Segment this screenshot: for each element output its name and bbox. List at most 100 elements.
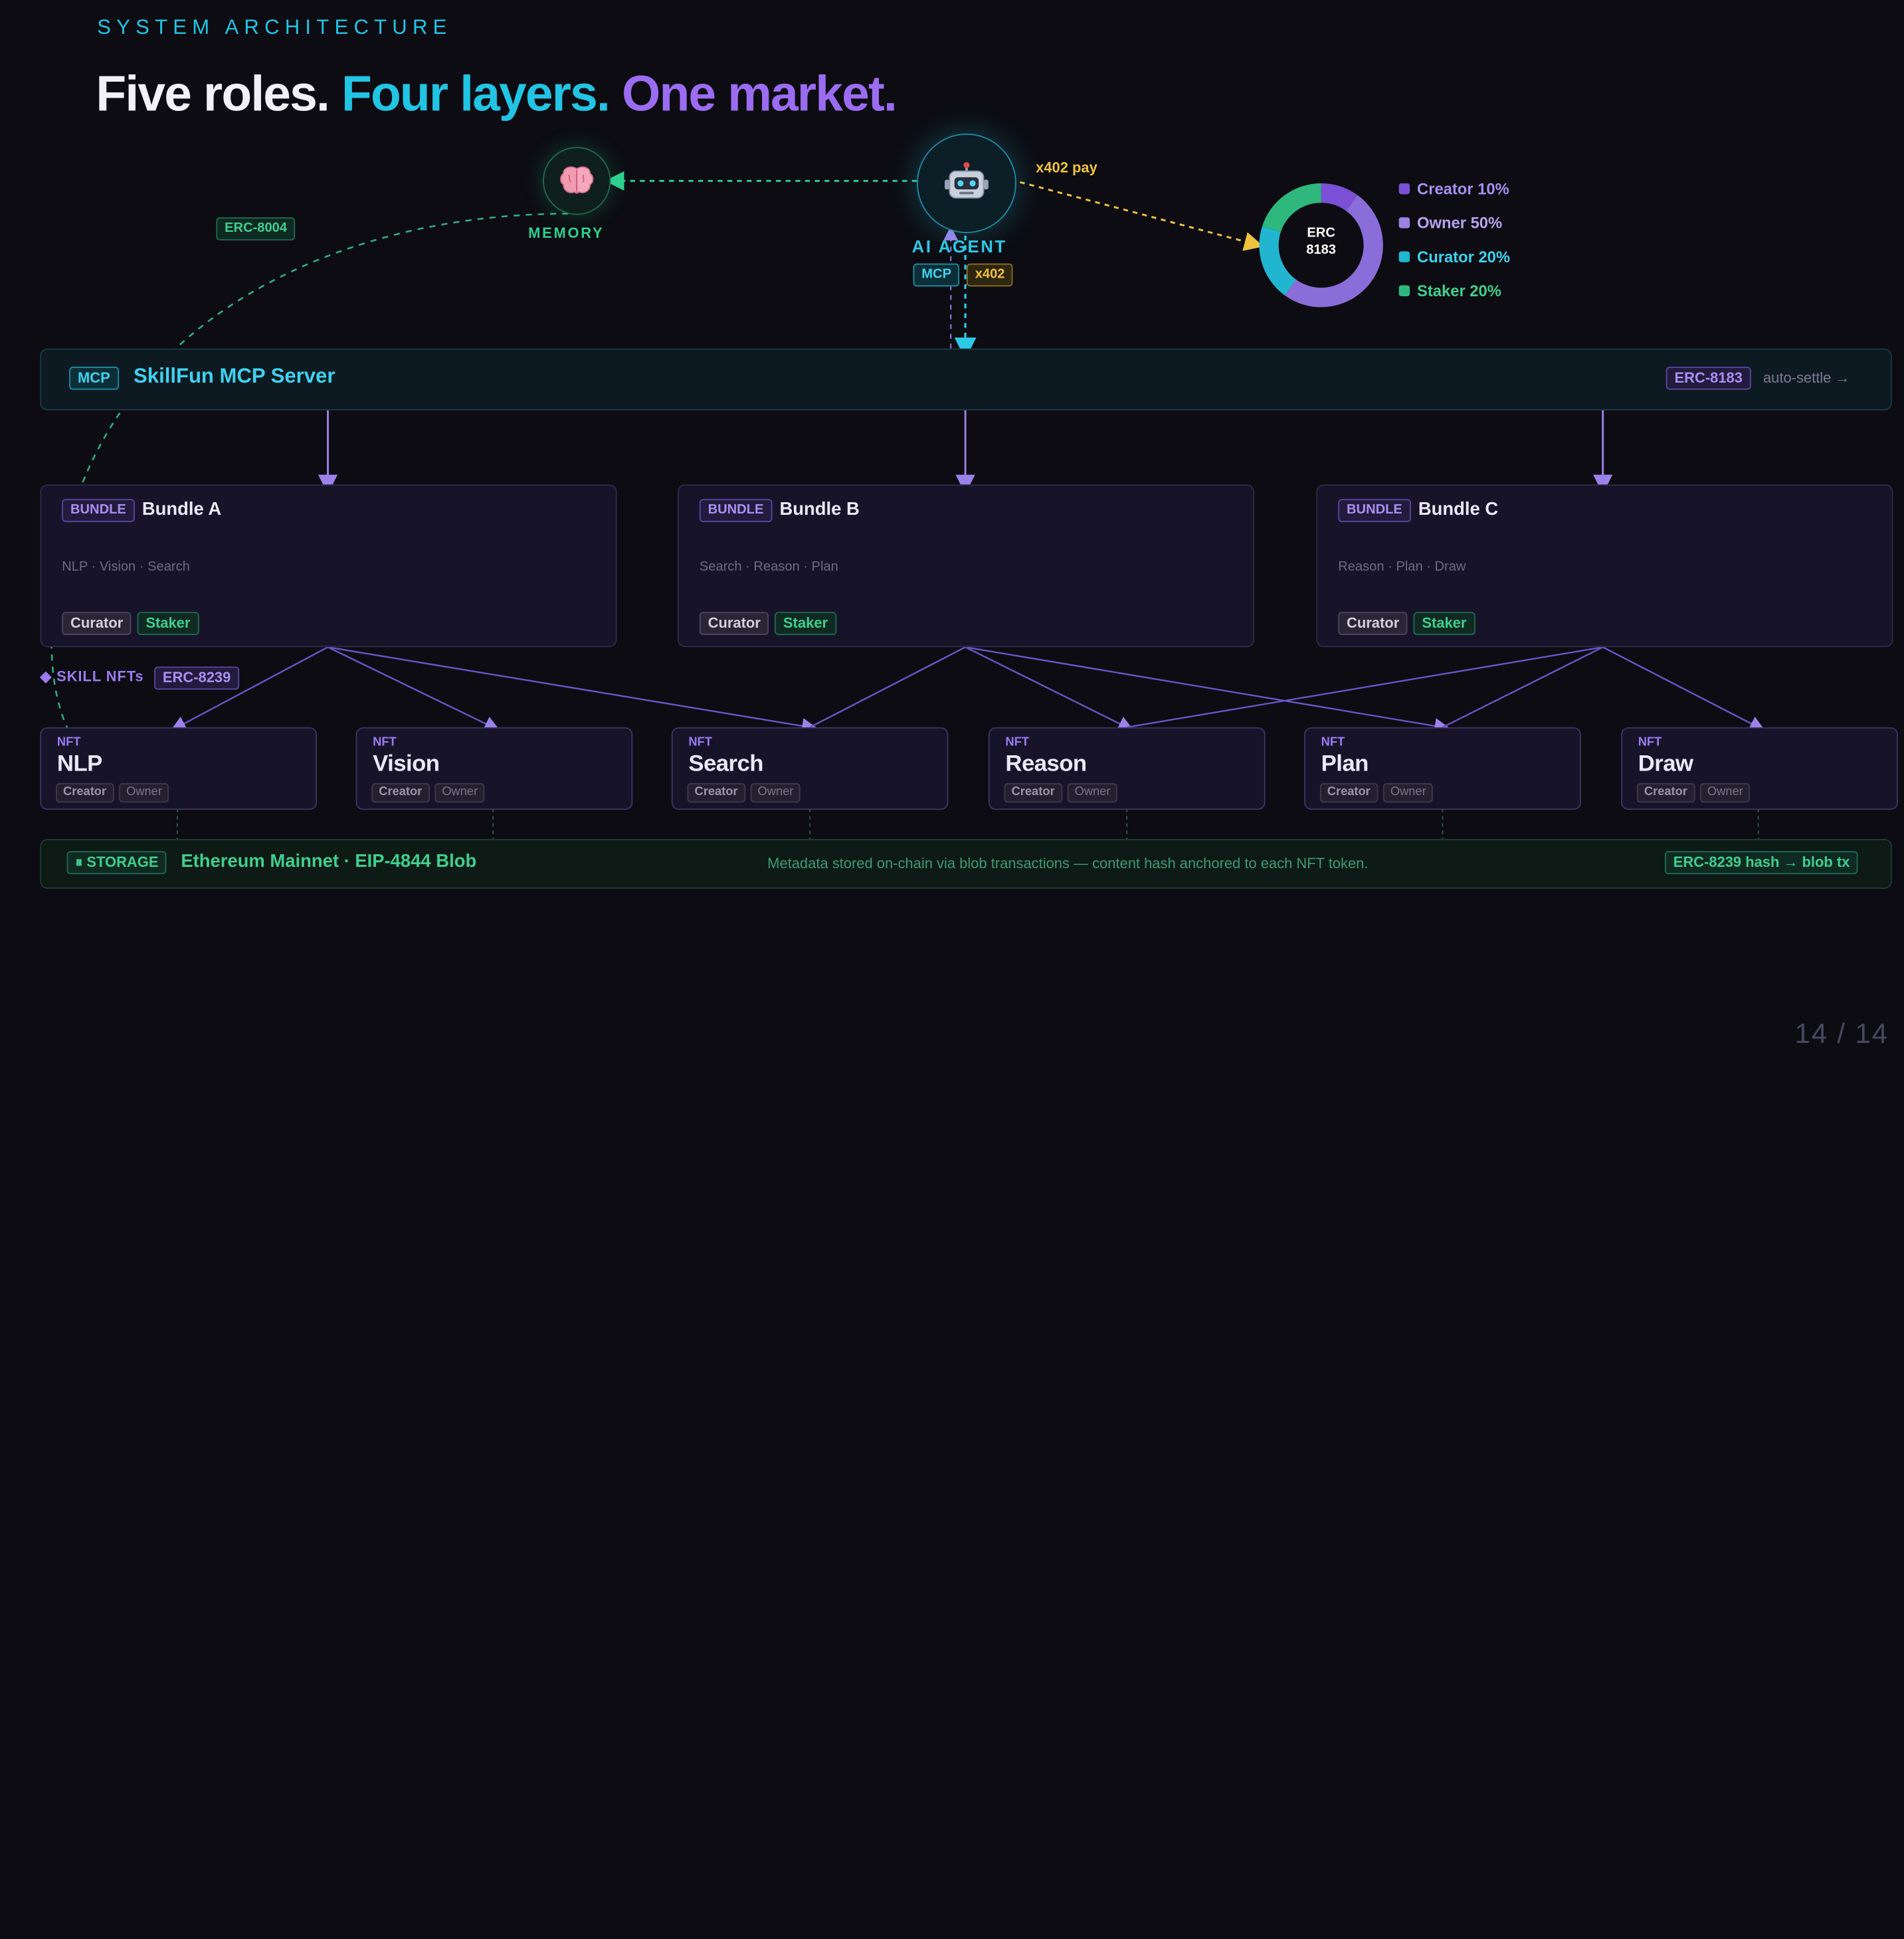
bundle-skills: Reason · Plan · Draw — [1338, 559, 1466, 575]
donut-center-label: ERC 8183 — [1306, 225, 1337, 258]
nft-card-plan[interactable]: NFT Plan Creator Owner — [1304, 727, 1581, 810]
nft-tag: NFT — [688, 735, 712, 749]
legend-staker: Staker 20% — [1398, 282, 1501, 300]
nft-card-draw[interactable]: NFT Draw Creator Owner — [1621, 727, 1898, 810]
nft-name: NLP — [56, 751, 102, 777]
creator-badge: Creator — [1004, 783, 1062, 803]
nft-card-reason[interactable]: NFT Reason Creator Owner — [988, 727, 1266, 810]
donut-hole — [1280, 204, 1363, 287]
bundle-c-draw-link — [1602, 646, 1766, 731]
bundle-tag: BUNDLE — [62, 499, 135, 522]
nft-name: Search — [688, 751, 763, 777]
owner-badge: Owner — [750, 783, 801, 803]
bundle-a-vision-link — [327, 646, 500, 731]
bundle-skills: NLP · Vision · Search — [62, 559, 190, 575]
bundle-b-plan-link — [965, 646, 1451, 734]
nft-name: Vision — [373, 751, 440, 777]
agent-payment-link — [1019, 181, 1264, 251]
storage-title: Ethereum Mainnet · EIP-4844 Blob — [181, 851, 477, 872]
page-headline: Five roles. Four layers. One market. — [96, 65, 898, 123]
memory-erc-badge: ERC-8004 — [216, 217, 296, 240]
brain-icon — [560, 166, 594, 194]
auto-settle-label: auto-settle → — [1762, 369, 1850, 387]
bundle-b-search-link — [809, 646, 966, 728]
nft-tag: NFT — [373, 735, 397, 749]
storage-badge: ⏸ STORAGE — [66, 851, 167, 875]
legend-swatch-curator — [1398, 251, 1410, 262]
memory-nft-curve — [50, 213, 569, 771]
curator-badge: Curator — [1338, 612, 1408, 635]
nft-tag: NFT — [56, 735, 81, 749]
headline-roles: Five roles. — [96, 65, 330, 122]
mcp-erc-badge: ERC-8183 — [1666, 366, 1751, 390]
bundle-tag: BUNDLE — [1338, 499, 1411, 522]
agent-mcp-badge: MCP — [913, 263, 960, 287]
legend-owner: Owner 50% — [1398, 214, 1502, 232]
bundle-card-b[interactable]: BUNDLE Bundle B Search · Reason · Plan C… — [677, 484, 1255, 648]
storage-hash-badge: ERC-8239 hash → blob tx — [1664, 851, 1859, 875]
headline-layers: Four layers. — [341, 65, 611, 122]
legend-swatch-owner — [1398, 217, 1410, 229]
legend-swatch-staker — [1398, 285, 1410, 296]
mcp-server-bar[interactable] — [40, 348, 1892, 411]
bundle-c-reason-link — [1127, 646, 1603, 729]
ai-agent-label: AI AGENT — [911, 236, 1007, 256]
ai-agent-node[interactable] — [916, 134, 1016, 233]
section-eyebrow: SYSTEM ARCHITECTURE — [97, 15, 452, 39]
storage-bar[interactable] — [40, 839, 1892, 889]
headline-market: One market. — [621, 65, 898, 122]
agent-x402-badge: x402 — [966, 263, 1014, 287]
nft-name: Plan — [1321, 751, 1369, 777]
bundle-a-search-link — [328, 646, 818, 734]
memory-node[interactable] — [543, 147, 611, 215]
creator-badge: Creator — [56, 783, 114, 803]
donut-slice-curator — [1259, 226, 1297, 296]
staker-badge: Staker — [775, 612, 836, 635]
robot-icon — [945, 162, 989, 199]
bundle-title: Bundle A — [142, 499, 222, 520]
x402-pay-label: x402 pay — [1036, 159, 1097, 177]
curator-badge: Curator — [62, 612, 132, 635]
nft-card-nlp[interactable]: NFT NLP Creator Owner — [40, 727, 318, 810]
creator-badge: Creator — [687, 783, 745, 803]
bundle-title: Bundle C — [1418, 499, 1499, 520]
royalty-donut-chart — [1259, 183, 1383, 308]
nft-name: Draw — [1638, 751, 1693, 777]
owner-badge: Owner — [1699, 783, 1751, 803]
curator-badge: Curator — [699, 612, 769, 635]
creator-badge: Creator — [371, 783, 430, 803]
owner-badge: Owner — [1067, 783, 1118, 803]
memory-label: MEMORY — [528, 225, 605, 242]
bundle-skills: Search · Reason · Plan — [699, 559, 838, 575]
mcp-server-title: SkillFun MCP Server — [134, 364, 335, 388]
bundle-c-plan-link — [1442, 646, 1604, 728]
page-counter: 14 / 14 — [1794, 1017, 1889, 1050]
nft-card-search[interactable]: NFT Search Creator Owner — [671, 727, 949, 810]
legend-curator: Curator 20% — [1398, 248, 1510, 266]
bundle-b-reason-link — [965, 646, 1134, 731]
staker-badge: Staker — [1413, 612, 1476, 635]
legend-creator: Creator 10% — [1398, 180, 1509, 198]
bundle-card-c[interactable]: BUNDLE Bundle C Reason · Plan · Draw Cur… — [1316, 484, 1893, 648]
bundle-title: Bundle B — [779, 499, 860, 520]
nft-tag: NFT — [1638, 735, 1662, 749]
owner-badge: Owner — [434, 783, 486, 803]
nft-card-vision[interactable]: NFT Vision Creator Owner — [355, 727, 633, 810]
owner-badge: Owner — [119, 783, 169, 803]
donut-slice-creator — [1321, 183, 1358, 211]
staker-badge: Staker — [137, 612, 199, 635]
creator-badge: Creator — [1319, 783, 1378, 803]
donut-slice-staker — [1262, 183, 1321, 232]
donut-slice-owner — [1284, 195, 1383, 308]
bundle-tag: BUNDLE — [699, 499, 773, 522]
storage-description: Metadata stored on-chain via blob transa… — [767, 854, 1369, 872]
owner-badge: Owner — [1382, 783, 1434, 803]
creator-badge: Creator — [1636, 783, 1695, 803]
skill-nfts-label: ◆ SKILL NFTs — [40, 668, 144, 685]
bundle-card-a[interactable]: BUNDLE Bundle A NLP · Vision · Search Cu… — [40, 484, 617, 648]
bundle-a-nlp-link — [170, 646, 329, 731]
skill-nfts-erc-badge: ERC-8239 — [154, 666, 240, 690]
mcp-server-badge: MCP — [69, 366, 119, 390]
nft-tag: NFT — [1321, 735, 1345, 749]
legend-swatch-creator — [1398, 183, 1410, 195]
